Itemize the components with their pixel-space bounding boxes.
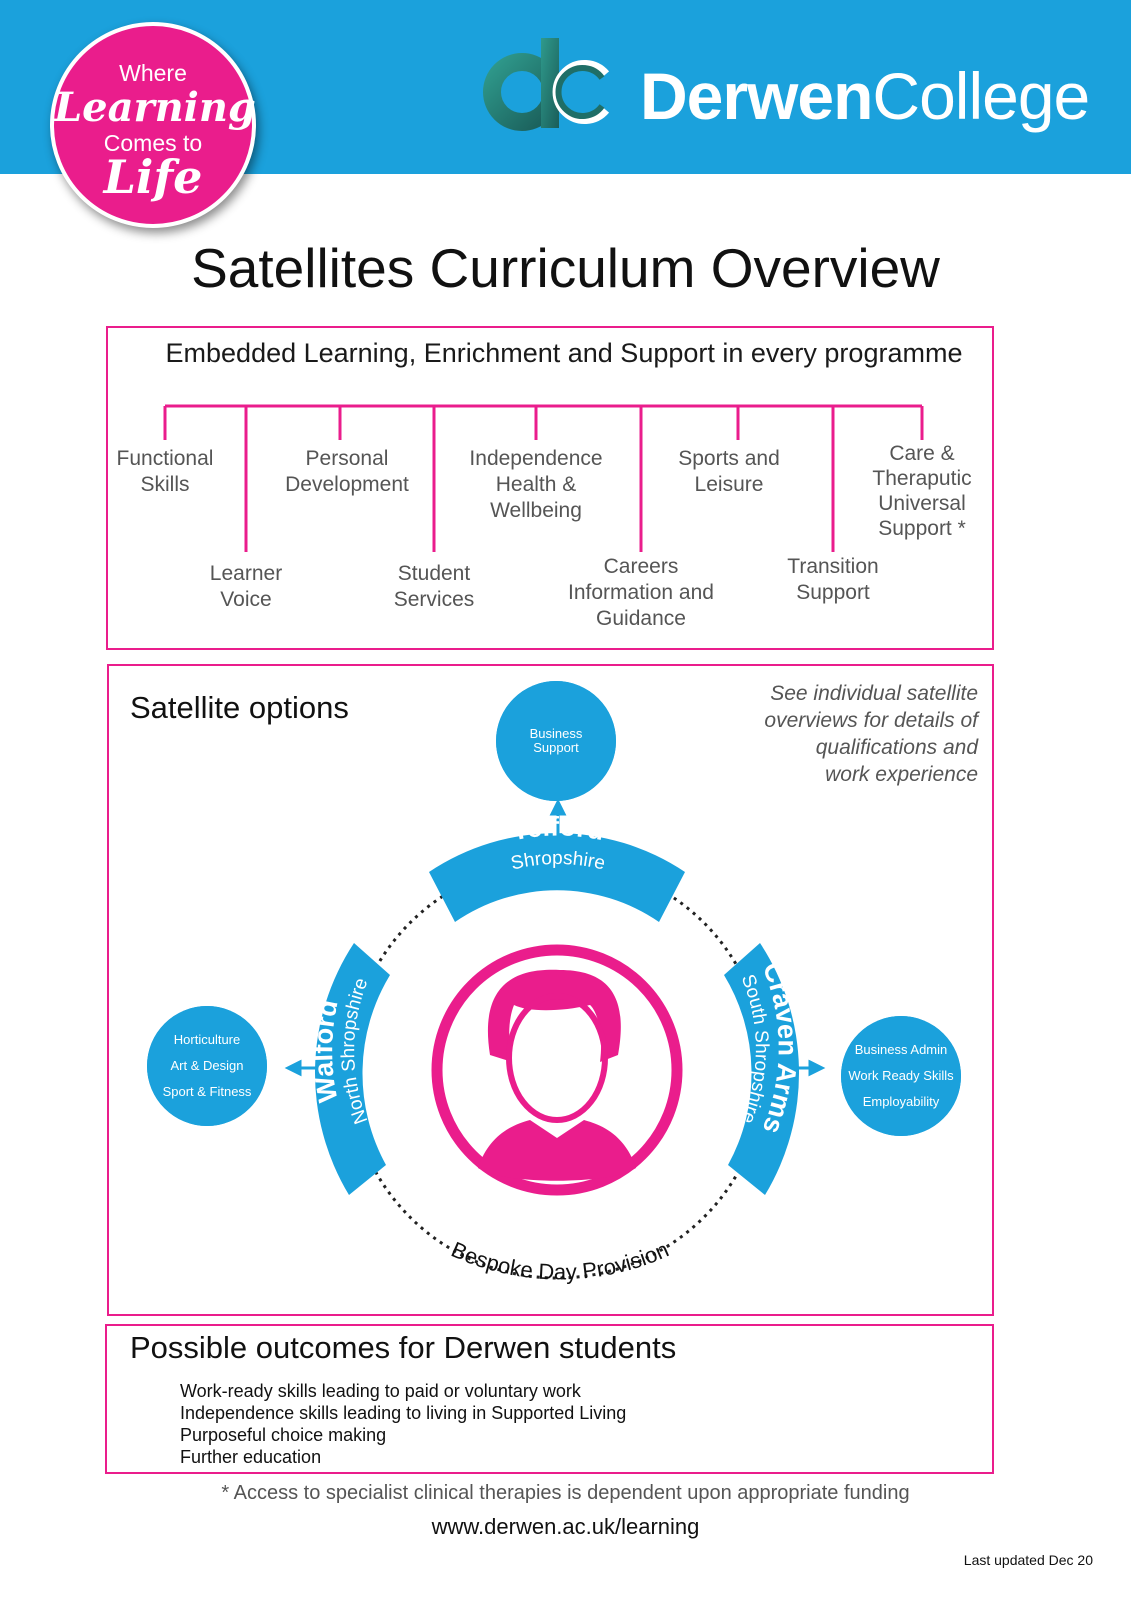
satellite-options-box — [107, 664, 994, 1316]
embedded-learning-box — [106, 326, 994, 650]
topic-care-support: Care & Theraputic Universal Support * — [872, 441, 971, 541]
bespoke-label-path: Bespoke Day Provision — [448, 1237, 673, 1285]
topic-line: Services — [393, 588, 475, 611]
telford-options: Business Support — [496, 681, 616, 801]
topic-line: Information and — [568, 581, 714, 604]
bespoke-label: Bespoke Day Provision — [448, 1237, 673, 1285]
option-item: Art & Design — [170, 1058, 244, 1073]
college-logo-icon — [483, 38, 610, 131]
topic-tree-lines — [163, 404, 924, 552]
option-item: Support — [533, 740, 579, 755]
topic-line: Student — [397, 562, 471, 585]
topic-transition-support: Transition Support — [787, 554, 878, 606]
outcome-item: Purposeful choice making — [180, 1425, 387, 1445]
badge-line-3: Comes to — [103, 130, 203, 156]
satellite-diagram: Telford Shropshire Walford North Shropsh… — [147, 681, 961, 1285]
topic-line: Development — [285, 473, 409, 496]
last-updated: Last updated Dec 20 — [963, 1552, 1093, 1568]
topic-learner-voice: Learner Voice — [210, 561, 282, 613]
topic-functional-skills: Functional Skills — [117, 446, 214, 498]
topic-line: Support — [796, 581, 870, 604]
topic-line: Voice — [220, 588, 272, 611]
outcome-item: Further education — [180, 1447, 322, 1467]
website-link[interactable]: www.derwen.ac.uk/learning — [431, 1514, 700, 1539]
topic-line: Independence — [469, 447, 603, 470]
topic-line: Leisure — [694, 473, 764, 496]
topic-line: Wellbeing — [490, 499, 582, 522]
embedded-heading: Embedded Learning, Enrichment and Suppor… — [165, 338, 963, 368]
badge-line-4: Life — [103, 150, 203, 204]
topic-line: Support * — [878, 517, 966, 540]
option-item: Sport & Fitness — [162, 1084, 252, 1099]
topic-line: Personal — [305, 447, 389, 470]
option-item: Employability — [862, 1094, 940, 1109]
topic-line: Functional — [116, 447, 214, 470]
topic-sports-leisure: Sports and Leisure — [678, 446, 780, 498]
topic-line: Learner — [209, 562, 283, 585]
topic-student-services: Student Services — [394, 561, 475, 613]
topic-line: Universal — [878, 492, 966, 515]
satellite-note: See individual satellite overviews for d… — [764, 680, 978, 788]
option-item: Business Admin — [854, 1042, 948, 1057]
slogan-badge: Where Learning Comes to Life — [50, 22, 256, 228]
topic-line: Health & — [495, 473, 577, 496]
walford-options: Horticulture Art & Design Sport & Fitnes… — [147, 1006, 267, 1126]
telford-name-path: Telford — [509, 811, 607, 846]
topic-line: Theraputic — [872, 467, 972, 490]
note-line: overviews for details of — [764, 709, 978, 732]
page-title: Satellites Curriculum Overview — [191, 237, 940, 299]
outcome-item: Work-ready skills leading to paid or vol… — [180, 1381, 581, 1401]
outcomes-box — [105, 1324, 994, 1474]
topic-line: Careers — [603, 555, 679, 578]
note-line: qualifications and — [815, 736, 978, 759]
topic-line: Transition — [787, 555, 879, 578]
outcome-item: Independence skills leading to living in… — [180, 1403, 627, 1423]
option-item: Business — [529, 726, 583, 741]
topic-careers: Careers Information and Guidance — [568, 554, 714, 632]
satellite-heading: Satellite options — [130, 690, 349, 725]
topic-personal-development: Personal Development — [285, 446, 409, 498]
brand-bold: Derwen — [640, 59, 873, 133]
topic-independence: Independence Health & Wellbeing — [469, 446, 602, 524]
outcomes-heading: Possible outcomes for Derwen students — [130, 1330, 677, 1365]
badge-line-1: Where — [119, 60, 187, 86]
telford-name: Telford — [509, 811, 607, 846]
topic-line: Skills — [140, 473, 190, 496]
option-item: Work Ready Skills — [848, 1068, 954, 1083]
badge-line-2: Learning — [54, 84, 256, 131]
topic-line: Guidance — [596, 607, 686, 630]
note-line: work experience — [825, 763, 978, 786]
note-line: See individual satellite — [770, 682, 978, 705]
topic-line: Care & — [889, 442, 955, 465]
topic-line: Sports and — [678, 447, 780, 470]
craven-options: Business Admin Work Ready Skills Employa… — [841, 1016, 961, 1136]
option-item: Horticulture — [173, 1032, 241, 1047]
brand-name: DerwenCollege — [640, 58, 1090, 134]
person-icon — [478, 969, 636, 1181]
funding-footnote: * Access to specialist clinical therapie… — [221, 1482, 910, 1504]
brand-light: College — [872, 59, 1090, 133]
